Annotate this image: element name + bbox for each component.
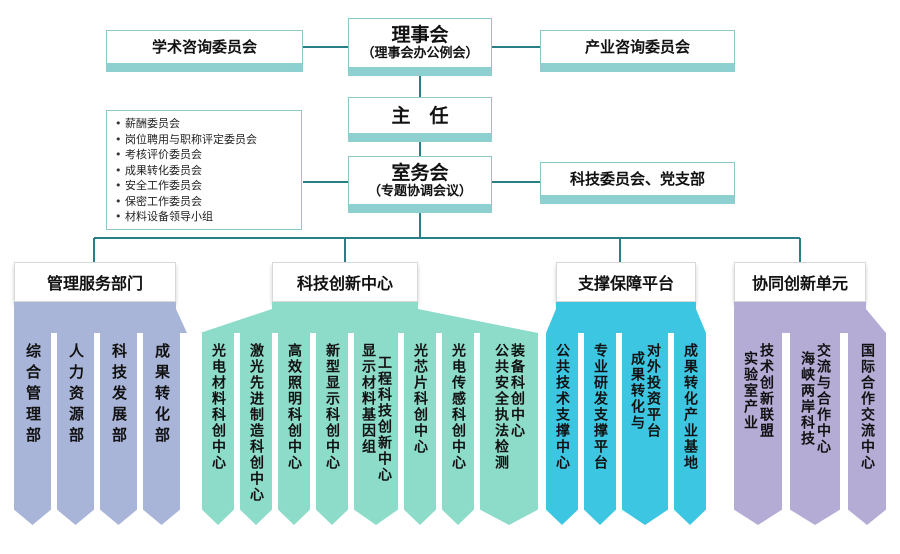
committee-item: 成果转化委员会 xyxy=(115,163,301,179)
innovation-unit: 激光先进制造科创中心 xyxy=(240,333,272,525)
committee-item: 安全工作委员会 xyxy=(115,178,301,194)
council-title: 理事会 xyxy=(391,24,449,46)
tech-committee-label: 科技委员会、党支部 xyxy=(569,170,705,188)
director-label: 主 任 xyxy=(391,104,449,127)
committee-item: 保密工作委员会 xyxy=(115,194,301,210)
category-management-band xyxy=(14,302,176,309)
innovation-unit: 光电传感科创中心 xyxy=(442,333,474,525)
support-unit: 成果转化与 对外投资平台 xyxy=(622,333,668,525)
category-collab: 协同创新单元 xyxy=(734,262,866,302)
management-fan xyxy=(14,309,187,333)
innovation-unit: 显示材料基因组 工程科技创新中心 xyxy=(354,333,398,525)
office-meeting-title: 室务会 xyxy=(391,161,449,184)
innovation-unit: 公共安全执法检测 装备科创中心 xyxy=(480,333,538,525)
committee-list-box: 薪酬委员会 岗位聘用与职称评定委员会 考核评价委员会 成果转化委员会 安全工作委… xyxy=(106,110,302,230)
collab-unit: 国际合作交流中心 xyxy=(848,333,886,525)
committee-item: 材料设备领导小组 xyxy=(115,209,301,225)
innovation-unit: 光芯片科创中心 xyxy=(404,333,436,525)
management-unit: 科技发展部 xyxy=(100,333,137,525)
category-innovation-band xyxy=(272,302,418,309)
committee-item: 考核评价委员会 xyxy=(115,147,301,163)
support-unit: 专业研发支撑平台 xyxy=(584,333,616,525)
tech-committee-box: 科技委员会、党支部 xyxy=(540,162,735,204)
support-unit: 成果转化产业基地 xyxy=(674,333,706,525)
management-unit: 成果转化部 xyxy=(143,333,180,525)
council-box: 理事会 （理事会办公例会） xyxy=(348,18,492,76)
office-meeting-subtitle: （专题协调会议） xyxy=(367,183,472,199)
category-collab-band xyxy=(734,302,866,309)
committee-item: 岗位聘用与职称评定委员会 xyxy=(115,132,301,148)
collab-unit: 实验室产业 技术创新联盟 xyxy=(734,333,782,525)
innovation-unit: 高效照明科创中心 xyxy=(278,333,310,525)
category-support-band xyxy=(556,302,696,309)
innovation-unit: 新型显示科创中心 xyxy=(316,333,348,525)
category-innovation-label: 科技创新中心 xyxy=(296,274,393,293)
category-support: 支撑保障平台 xyxy=(556,262,696,302)
director-box: 主 任 xyxy=(348,97,492,142)
collab-unit: 海峡两岸科技 交流与合作中心 xyxy=(790,333,840,525)
industry-committee-label: 产业咨询委员会 xyxy=(584,38,690,56)
management-unit: 人力资源部 xyxy=(57,333,94,525)
support-fan xyxy=(546,309,706,333)
category-management-label: 管理服务部门 xyxy=(46,274,143,293)
category-innovation: 科技创新中心 xyxy=(272,262,418,302)
academic-committee-label: 学术咨询委员会 xyxy=(151,38,257,56)
support-unit: 公共技术支撑中心 xyxy=(546,333,578,525)
innovation-fan xyxy=(200,309,538,333)
category-management: 管理服务部门 xyxy=(14,262,176,302)
innovation-unit: 光电材料科创中心 xyxy=(202,333,234,525)
committee-item: 薪酬委员会 xyxy=(115,116,301,132)
collab-fan xyxy=(734,309,886,333)
category-collab-label: 协同创新单元 xyxy=(751,274,848,293)
industry-committee-box: 产业咨询委员会 xyxy=(540,30,735,72)
management-unit: 综合管理部 xyxy=(14,333,51,525)
office-meeting-box: 室务会 （专题协调会议） xyxy=(348,156,492,213)
category-support-label: 支撑保障平台 xyxy=(577,274,674,293)
council-subtitle: （理事会办公例会） xyxy=(361,46,479,61)
academic-committee-box: 学术咨询委员会 xyxy=(106,30,303,72)
